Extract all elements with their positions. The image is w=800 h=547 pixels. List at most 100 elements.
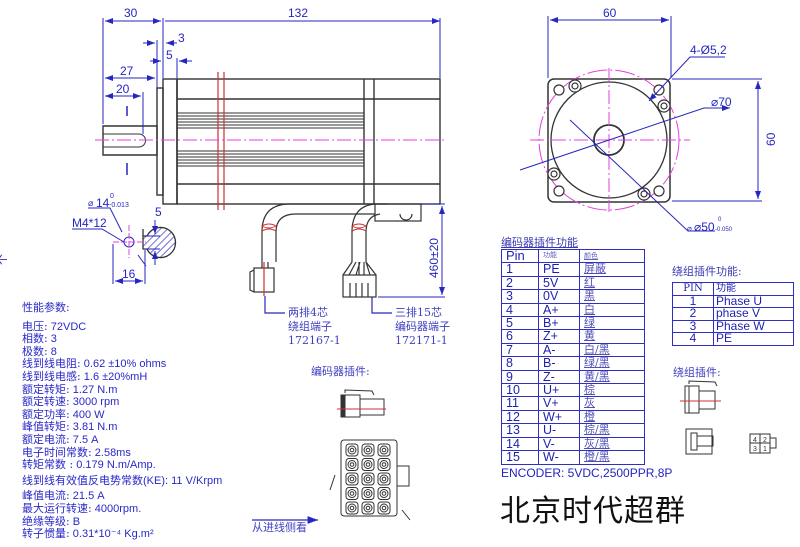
- spec-row: 线到线有效值反电势常数(KE): 11 V/Krpm: [22, 474, 223, 488]
- brand-name: 北京时代超群: [500, 494, 686, 529]
- color-cell: 红: [579, 275, 645, 291]
- encoder-pin-core: [349, 476, 355, 482]
- shaft-dia-symbol: ⌀: [88, 198, 94, 208]
- function-cell: B-: [538, 356, 580, 371]
- encoder-pin-core: [365, 447, 371, 453]
- spec-row: 相数: 3: [22, 332, 222, 346]
- color-cell: 棕: [579, 383, 645, 398]
- encoder-plug-title: 编码器插件:: [311, 365, 370, 378]
- spec-label: 相数:: [22, 332, 48, 346]
- winding-pin-label: 1: [763, 446, 767, 453]
- spec-value: (KE): 11 V/Krpm: [143, 474, 223, 487]
- winding-plug-pin-numbers: 4 2 3 1: [753, 437, 767, 453]
- spec-label: 转矩常数 :: [22, 458, 74, 472]
- spec-row: 最大运行转速: 4000rpm.: [22, 502, 222, 516]
- spec-row: 电子时间常数: 2.58ms: [22, 446, 222, 460]
- spec-label: 峰值电流:: [22, 489, 70, 503]
- winding-pin-label: 3: [753, 446, 757, 453]
- spec-label: 绝缘等级:: [22, 514, 70, 528]
- spec-label: 额定转矩:: [22, 382, 70, 396]
- pin-cell: 13: [501, 423, 539, 438]
- spec-value: 0.179 N.m/Amp.: [73, 459, 156, 472]
- encoder-pin: [363, 474, 373, 484]
- encoder-pin: [379, 503, 389, 513]
- encoder-pin-core: [381, 462, 387, 467]
- dim-flange-width: 60: [603, 6, 617, 20]
- flange: [156, 78, 178, 205]
- encoder-pin-socket: [345, 458, 359, 471]
- function-cell: V+: [538, 396, 580, 411]
- color-cell: 灰/黑: [579, 436, 645, 452]
- dim-pilot-dia: ⌀50: [694, 220, 715, 234]
- encoder-connector-type: 编码器端子: [395, 320, 450, 333]
- encoder-pin-socket: [377, 458, 391, 471]
- spec-value: 4000rpm.: [91, 502, 142, 515]
- front-view: 60 60 4-Ø5,2 ⌀70 ⌀ ⌀50 0 -0.050: [519, 6, 778, 234]
- pin-cell: 2: [501, 275, 539, 291]
- side-view: 30 132 3 5 27 20 460±20: [0, 6, 445, 314]
- spec-value: 8: [47, 345, 57, 358]
- function-cell: A-: [538, 342, 580, 358]
- side-mark: 个: [0, 254, 9, 265]
- specs-title: 性能参数:: [22, 301, 70, 314]
- dim-132: 132: [288, 6, 308, 20]
- spec-value: 72VDC: [47, 320, 87, 333]
- pin-cell: 4: [672, 332, 714, 346]
- spec-value: 0.31*10⁻⁴ Kg.m²: [69, 528, 154, 541]
- encoder-table-caption: 编码器插件功能: [501, 236, 578, 249]
- encoder-pin: [379, 445, 389, 455]
- spec-row: 额定功率: 400 W: [22, 407, 222, 422]
- encoder-pin: [363, 503, 373, 513]
- spec-value: 0.62 ±10% ohms: [80, 358, 167, 371]
- function-cell: W-: [538, 450, 580, 465]
- table-header-row: PIN 功能: [672, 282, 794, 296]
- encoder-pin: [379, 489, 389, 498]
- pin-cell: 3: [501, 289, 539, 304]
- spec-row: 极数: 8: [22, 345, 222, 359]
- encoder-connector-part: 172171-1: [395, 334, 448, 347]
- function-cell: U+: [538, 383, 580, 398]
- cable-twist-marks: [260, 223, 368, 232]
- winding-pin-label: 4: [753, 437, 757, 444]
- function-cell: U-: [538, 423, 580, 438]
- spec-value: B: [69, 515, 81, 528]
- spec-label: 额定电流:: [22, 432, 70, 446]
- pin-cell: 14: [501, 436, 539, 452]
- function-cell: Phase W: [713, 319, 794, 333]
- shaft-section: ⌀ 14 0 -0.013 M4*12 5 16: [72, 193, 177, 284]
- encoder-pin-core: [349, 447, 355, 453]
- spec-value: 2.58ms: [91, 446, 131, 459]
- winding-pin-label: 2: [763, 437, 767, 444]
- color-cell: 黑: [579, 289, 645, 304]
- encoder-pin-socket: [345, 472, 359, 486]
- function-cell: Z-: [538, 369, 580, 385]
- encoder-plug-drawing: [252, 389, 411, 524]
- spec-value: 1.6 ±20%mH: [80, 370, 148, 383]
- dim-30: 30: [124, 6, 138, 20]
- spec-row: 线到线电感: 1.6 ±20%mH: [22, 370, 222, 384]
- winding-connector-label: 两排4芯 绕组端子 172167-1: [288, 306, 341, 348]
- color-cell: 灰: [579, 396, 645, 411]
- spec-value: 1.27 N.m: [69, 383, 118, 396]
- encoder-pin-socket: [345, 487, 359, 500]
- function-cell: Z+: [538, 329, 580, 344]
- color-cell: 屏蔽: [579, 262, 645, 277]
- color-cell: 白/黑: [579, 342, 645, 358]
- spec-value: 3: [47, 333, 57, 346]
- function-cell: A+: [538, 302, 580, 318]
- spec-value: 21.5 A: [69, 490, 105, 503]
- spec-label: 额定转速:: [22, 395, 70, 409]
- spec-label: 额定功率:: [22, 407, 70, 421]
- encoder-spec-footer: ENCODER: 5VDC,2500PPR,8P: [501, 465, 673, 480]
- spec-value: 400 W: [69, 408, 105, 421]
